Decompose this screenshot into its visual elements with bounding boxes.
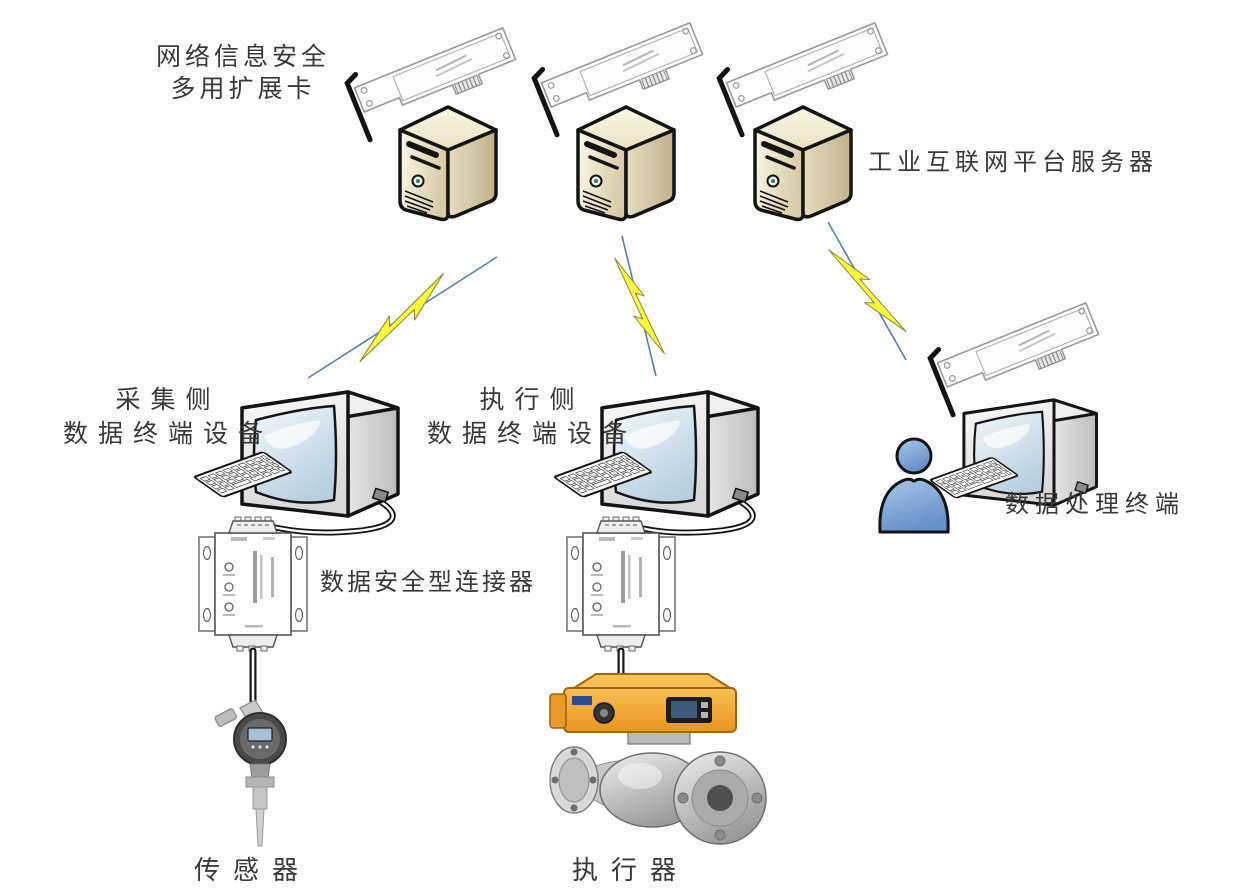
sensor-button	[265, 745, 269, 749]
actuator-knob-center	[600, 709, 608, 717]
lightning-bolt-icon	[828, 236, 907, 346]
server-tower-icon-1	[400, 107, 496, 219]
actuator-end-cap	[549, 693, 567, 729]
sensor-side-fitting	[214, 708, 238, 728]
data-connector-label: 数据安全型连接器	[320, 570, 536, 596]
expansion-card-label: 网络信息安全 多用扩展卡	[126, 42, 360, 106]
actuator-display-button	[701, 702, 708, 708]
lightning-bolt-icon	[614, 251, 665, 361]
network-expansion-card-icon-4	[928, 292, 1106, 415]
flange-bolt-hole	[570, 804, 578, 812]
server-tower-icon-3	[755, 107, 851, 219]
sensor-lcd	[247, 727, 273, 742]
execute-terminal-label-line2: 数据终端设备	[426, 421, 637, 448]
flange-bolt-hole	[677, 792, 689, 804]
collect-terminal-label-line2: 数据终端设备	[62, 421, 273, 448]
sensor-probe	[255, 808, 265, 847]
actuator-label: 执行器	[572, 856, 690, 885]
expansion-card-label-line2: 多用扩展卡	[170, 76, 316, 103]
flange-bolt-hole	[551, 776, 559, 784]
flange-bolt-hole	[589, 776, 597, 784]
lightning-bolt-icon	[343, 273, 460, 363]
actuator-top-cap	[570, 673, 734, 689]
sensor-neck	[249, 763, 271, 778]
wireless-link-2	[614, 235, 665, 377]
motorized-ball-valve-icon	[549, 673, 767, 845]
collect-terminal-label: 采集侧 数据终端设备	[42, 384, 294, 452]
valve-left-flange-inner	[558, 757, 590, 803]
platform-server-label: 工业互联网平台服务器	[868, 150, 1158, 176]
execute-terminal-label-line1: 执行侧	[479, 387, 585, 414]
sensor-collar	[245, 776, 275, 788]
flange-bolt-hole	[751, 792, 763, 804]
flange-bolt-hole	[714, 829, 726, 841]
flange-bolt-hole	[714, 755, 726, 767]
security-connector-box-icon-2	[566, 516, 676, 652]
actuator-display-button	[701, 712, 708, 718]
sensor-tube	[252, 786, 268, 810]
valve-bore	[707, 785, 733, 811]
actuator-brand-sticker	[572, 696, 592, 705]
collect-terminal-label-line1: 采集侧	[115, 387, 221, 414]
security-connector-box-icon-1	[198, 516, 308, 652]
sensor-button	[258, 745, 262, 749]
expansion-card-label-line1: 网络信息安全	[155, 44, 330, 71]
sensor-button	[251, 745, 255, 749]
serial-cable-2	[621, 495, 756, 536]
server-tower-icon-2	[578, 107, 674, 219]
wireless-link-1	[307, 256, 498, 379]
processing-terminal-label: 数据处理终端	[1005, 492, 1185, 518]
execute-terminal-label: 执行侧 数据终端设备	[406, 384, 658, 452]
flange-bolt-hole	[570, 748, 578, 756]
wireless-link-3	[827, 221, 907, 361]
valve-body-shine	[618, 763, 662, 789]
temperature-sensor-icon	[214, 699, 287, 847]
serial-cable-1	[253, 495, 396, 536]
sensor-label: 传感器	[194, 856, 312, 885]
actuator-display	[671, 701, 697, 718]
